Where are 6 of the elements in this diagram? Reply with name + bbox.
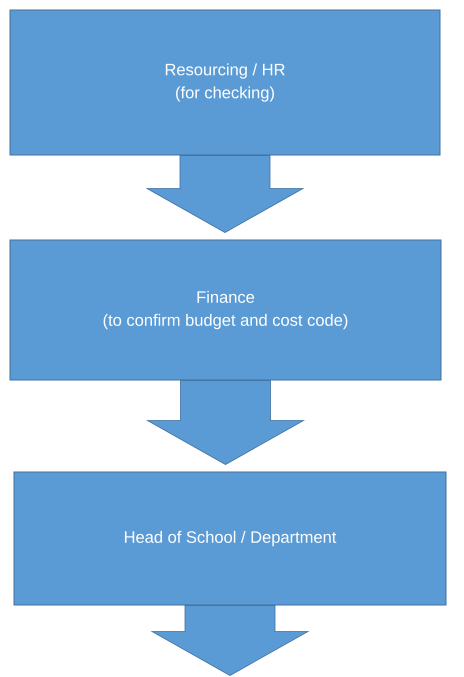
process-box: Head of School / Department [14, 472, 446, 606]
block-arrow [150, 605, 310, 676]
process-box: Resourcing / HR (for checking) [10, 10, 440, 156]
process-box: Finance (to confirm budget and cost code) [10, 240, 442, 380]
block-arrow [145, 155, 305, 233]
block-arrow [146, 380, 306, 465]
